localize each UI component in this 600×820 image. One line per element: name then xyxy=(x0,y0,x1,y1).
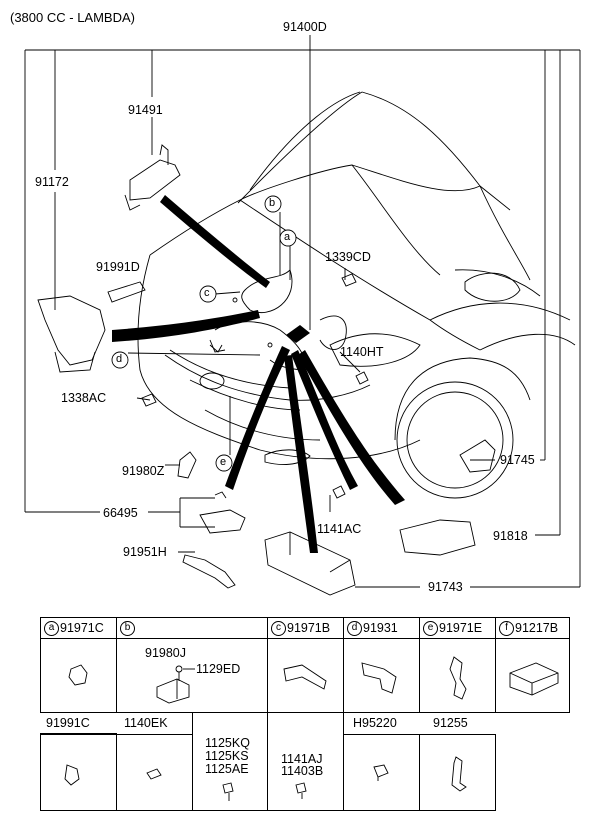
front-emblem xyxy=(199,372,225,390)
callout-91491: 91491 xyxy=(128,103,163,117)
part-H95220-icon xyxy=(373,764,389,781)
fog-light xyxy=(264,449,311,465)
letter-e-circle xyxy=(215,454,233,472)
letter-a: a xyxy=(284,231,291,243)
clip-91991D xyxy=(107,281,146,303)
part-91991C-icon xyxy=(64,764,80,786)
cable-91951H xyxy=(182,554,236,589)
table-cell-91991C xyxy=(40,734,117,811)
leader-lines xyxy=(24,35,581,588)
table-cell-1140EK xyxy=(116,734,193,811)
table-cell-1125: 1125KQ 1125KS 1125AE xyxy=(192,712,268,811)
callout-1339CD: 1339CD xyxy=(325,250,371,264)
table-header-91991C: 91991C xyxy=(40,712,117,734)
callout-1140HT: 1140HT xyxy=(340,345,384,359)
front-wheel xyxy=(396,381,514,499)
table-header-b: b xyxy=(116,617,268,639)
bolt-1141AC xyxy=(332,485,346,499)
cover-91818 xyxy=(399,519,476,556)
callout-66495: 66495 xyxy=(103,506,138,520)
part-d-icon xyxy=(361,662,397,694)
bracket-91745 xyxy=(459,439,496,473)
letter-c-circle xyxy=(199,285,217,303)
part-sketches xyxy=(37,144,496,596)
nut-1339CD xyxy=(341,273,357,287)
thick-arrows xyxy=(112,195,405,553)
part-1125KQ: 1125KQ xyxy=(205,736,250,750)
tray-91172 xyxy=(37,295,106,366)
table-header-91255: 91255 xyxy=(433,716,468,730)
table-cell-a xyxy=(40,638,117,713)
callout-91951H: 91951H xyxy=(123,545,167,559)
duct-91743 xyxy=(264,531,356,596)
part-1141-icon xyxy=(295,782,307,799)
letter-d: d xyxy=(116,353,123,365)
bolt-1140HT xyxy=(355,371,369,385)
table-cell-d xyxy=(343,638,420,713)
part-a-icon xyxy=(68,664,88,686)
part-c-icon xyxy=(283,664,327,690)
letter-e: e xyxy=(220,456,227,468)
part-f-icon xyxy=(509,662,559,696)
part-b-icon xyxy=(156,665,195,704)
callout-91991D: 91991D xyxy=(96,260,140,274)
table-cell-1141: 1141AJ 11403B xyxy=(267,712,344,811)
callout-1141AC: 1141AC xyxy=(317,522,362,536)
letter-c: c xyxy=(204,287,210,299)
letter-b-circle xyxy=(264,195,282,213)
table-cell-H95220 xyxy=(343,734,420,811)
main-part-label: 91400D xyxy=(283,20,327,34)
side-mirror xyxy=(464,272,521,302)
nut-1338AC xyxy=(141,393,157,407)
engine-bay-illustration xyxy=(24,35,581,596)
engine-note: (3800 CC - LAMBDA) xyxy=(10,10,135,25)
part-91255-icon xyxy=(451,756,467,792)
hood-outline xyxy=(149,199,481,351)
callout-91818: 91818 xyxy=(493,529,528,543)
part-e-icon xyxy=(449,656,467,700)
letter-b: b xyxy=(269,197,276,209)
callout-91743: 91743 xyxy=(428,580,463,594)
part-1140EK-icon xyxy=(146,768,162,780)
callout-91980Z: 91980Z xyxy=(122,464,165,478)
table-header-H95220: H95220 xyxy=(353,716,397,730)
callout-1338AC: 1338AC xyxy=(61,391,107,405)
b-part-2: 1129ED xyxy=(196,662,241,676)
table-header-1140EK: 1140EK xyxy=(124,716,168,730)
part-1125AE: 1125AE xyxy=(205,762,249,776)
letter-a-circle xyxy=(279,229,297,247)
table-cell-c xyxy=(267,638,344,713)
part-1125KS: 1125KS xyxy=(205,749,249,763)
table-cell-e xyxy=(419,638,496,713)
table-cell-f xyxy=(495,638,570,713)
table-cell-91255 xyxy=(419,734,496,811)
part-1141AJ: 1141AJ xyxy=(281,752,323,766)
headlight xyxy=(329,333,421,367)
b-part-1: 91980J xyxy=(145,646,187,660)
bracket-91491 xyxy=(129,159,181,201)
letter-d-circle xyxy=(111,351,129,369)
table-cell-b: 91980J 1129ED xyxy=(116,638,268,713)
part-1125-icon xyxy=(222,782,234,801)
part-11403B: 11403B xyxy=(281,764,324,778)
clip-91980Z xyxy=(177,451,197,479)
callout-91172: 91172 xyxy=(35,175,69,189)
windshield-edge xyxy=(237,91,363,204)
callout-91745: 91745 xyxy=(500,453,535,467)
relay-66495 xyxy=(199,509,246,534)
